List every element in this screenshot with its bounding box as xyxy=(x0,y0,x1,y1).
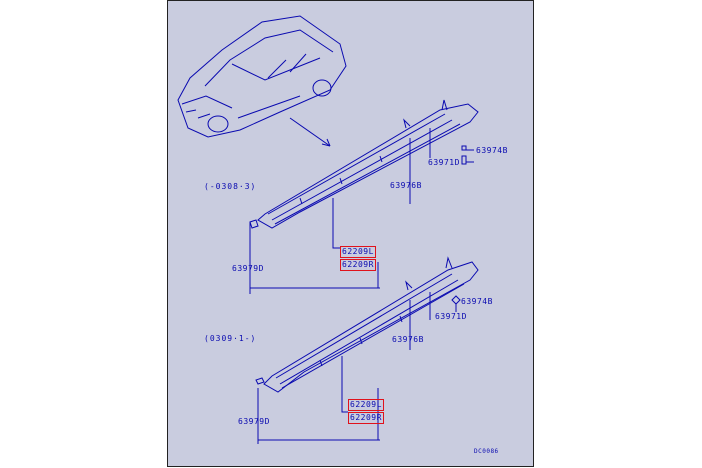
section-label-upper: (-0308·3) xyxy=(204,182,257,191)
part-63979d-upper[interactable]: 63979D xyxy=(232,264,264,273)
part-63979d-lower[interactable]: 63979D xyxy=(238,417,270,426)
part-62209r-upper[interactable]: 62209R xyxy=(340,259,376,271)
diagram-code: DC0086 xyxy=(474,448,499,455)
section-label-lower: (0309·1-) xyxy=(204,334,257,343)
diagram-panel xyxy=(167,0,534,467)
sill-garnish-lower xyxy=(263,256,479,393)
direction-arrow xyxy=(289,117,331,147)
part-62209r-lower[interactable]: 62209R xyxy=(348,412,384,424)
part-62209l-upper[interactable]: 62209L xyxy=(340,246,376,258)
part-63974b-lower[interactable]: 63974B xyxy=(461,297,493,306)
part-63976b-upper[interactable]: 63976B xyxy=(390,181,422,190)
part-63971d-lower[interactable]: 63971D xyxy=(435,312,467,321)
part-62209l-lower[interactable]: 62209L xyxy=(348,399,384,411)
part-63976b-lower[interactable]: 63976B xyxy=(392,335,424,344)
sill-garnish-upper xyxy=(257,99,479,229)
car-illustration xyxy=(177,15,347,138)
part-63971d-upper[interactable]: 63971D xyxy=(428,158,460,167)
part-63974b-upper[interactable]: 63974B xyxy=(476,146,508,155)
